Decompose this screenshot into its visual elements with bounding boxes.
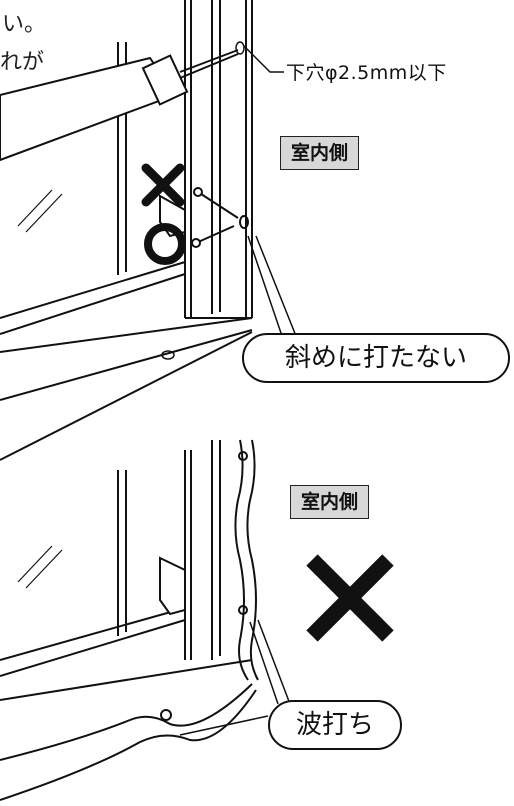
wavy-callout: 波打ち	[268, 700, 402, 750]
pilot-hole-label: 下穴φ2.5mm以下	[286, 62, 447, 84]
no-diagonal-callout: 斜めに打たない	[242, 333, 510, 383]
cross-mark-icon	[141, 163, 185, 207]
pilot-hole-marker	[235, 41, 284, 73]
bottom-window-frame	[0, 439, 259, 801]
top-callout-leader	[247, 235, 297, 337]
cross-mark-icon	[306, 554, 394, 642]
indoor-side-label-bottom: 室内側	[290, 485, 370, 519]
drill-icon	[0, 49, 239, 162]
cutoff-text-line-2: れが	[0, 50, 45, 75]
circle-mark-icon	[144, 223, 186, 265]
screw-icon	[191, 187, 249, 248]
top-window-frame	[0, 0, 253, 461]
cutoff-text-line-1: い。	[2, 12, 47, 37]
indoor-side-label: 室内側	[280, 136, 360, 170]
bottom-callout-leader	[179, 619, 291, 736]
